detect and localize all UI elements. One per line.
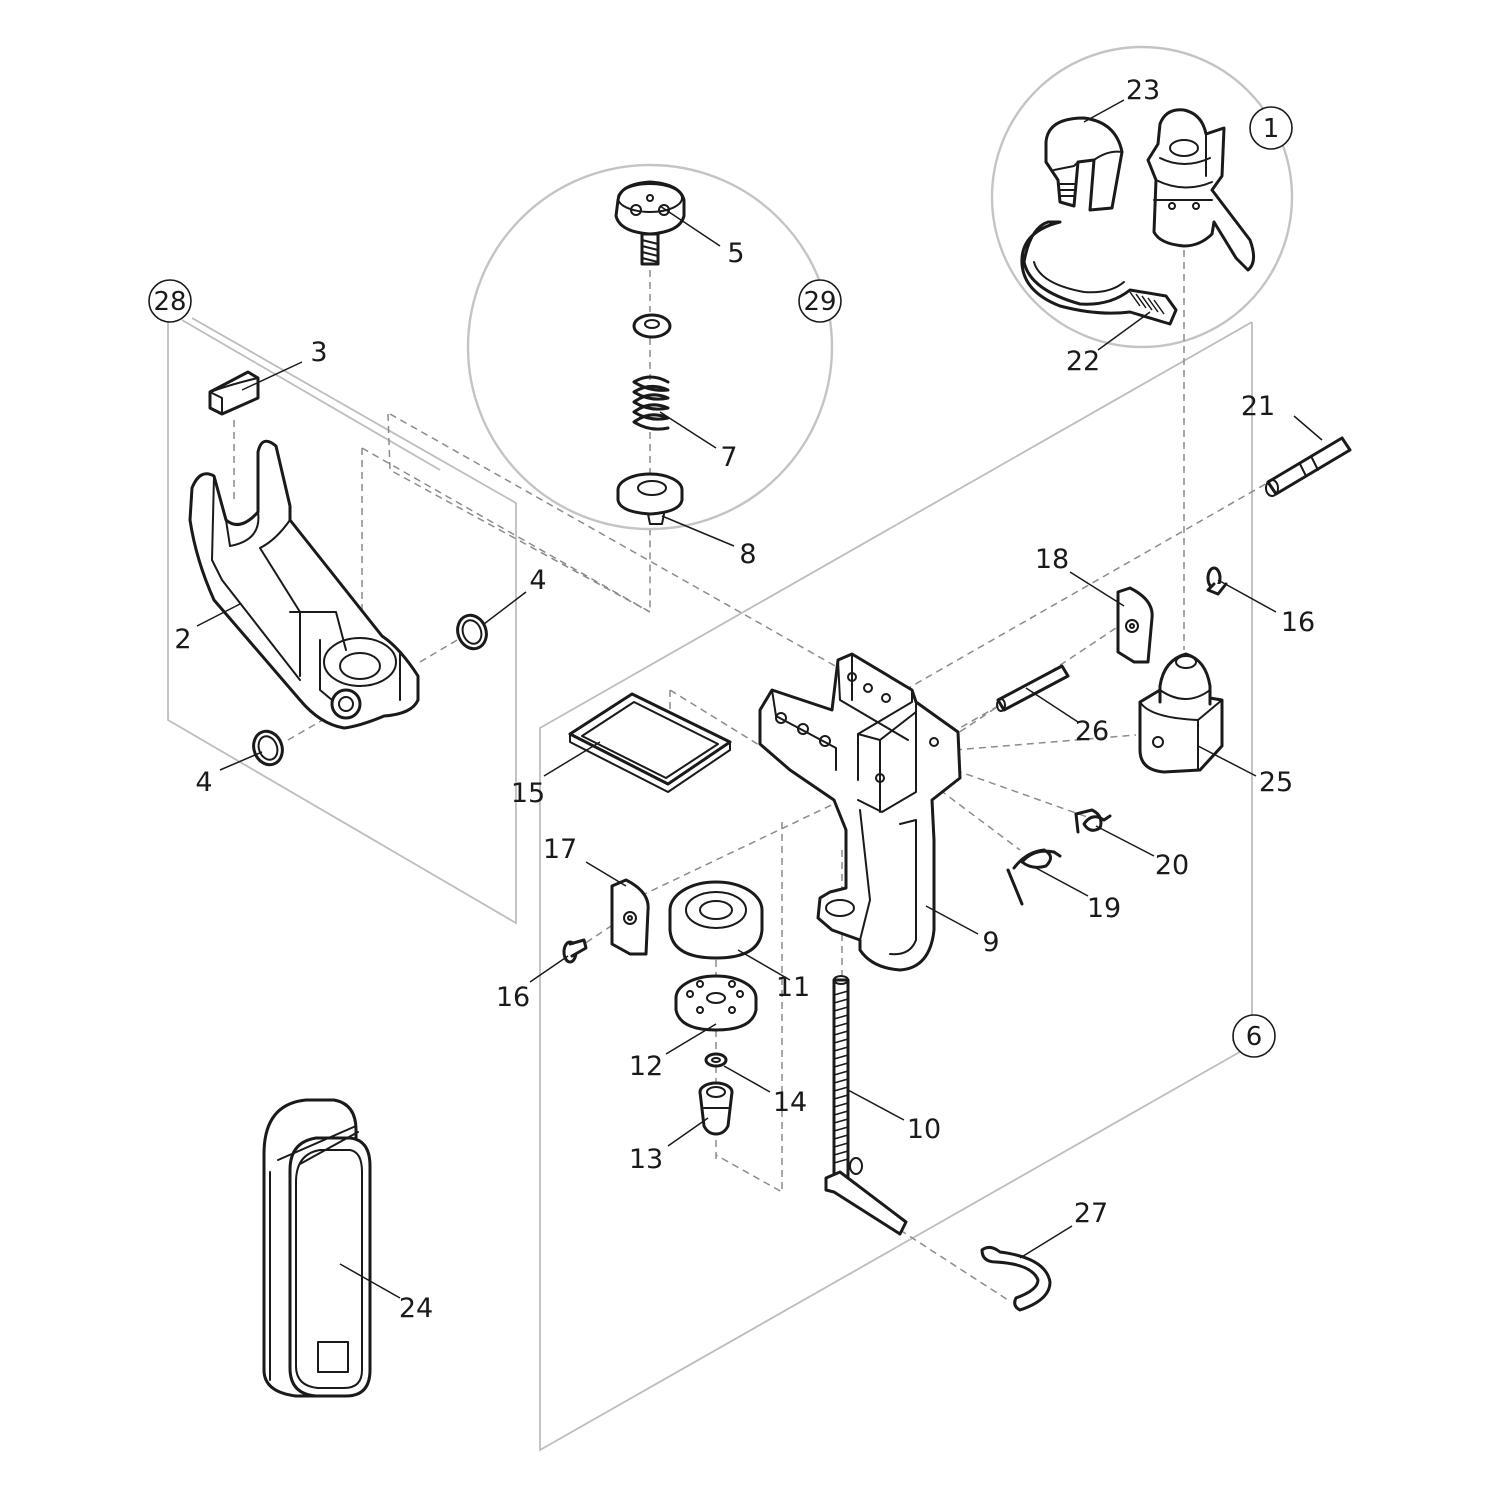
part-27-clip	[980, 1245, 1052, 1312]
detail-circle-29	[466, 163, 834, 531]
part-22-bracket	[1020, 220, 1178, 326]
callout-28-text: 28	[153, 287, 186, 317]
part-11-roller	[668, 880, 764, 960]
part-7-spring	[632, 375, 670, 431]
label-part-13: 13	[629, 1144, 663, 1175]
label-part-19: 19	[1087, 893, 1121, 924]
part-12-disc	[674, 974, 758, 1032]
label-part-11: 11	[776, 972, 810, 1003]
label-part-9: 9	[982, 927, 999, 958]
callout-6: 6	[1232, 1014, 1276, 1058]
label-part-24: 24	[399, 1293, 433, 1324]
frame-28	[167, 317, 517, 925]
label-part-10: 10	[907, 1114, 941, 1145]
label-part-16-right: 16	[1281, 607, 1315, 638]
part-18-plate	[1116, 586, 1154, 664]
label-part-26: 26	[1075, 716, 1109, 747]
label-part-3: 3	[310, 337, 327, 368]
callout-1: 1	[1249, 106, 1293, 150]
leader-lines	[196, 99, 1323, 1299]
label-part-18: 18	[1035, 544, 1069, 575]
part-2-bracket	[188, 439, 420, 730]
label-part-5: 5	[727, 238, 744, 269]
part-19-spring	[1006, 848, 1062, 906]
label-part-17: 17	[543, 834, 577, 865]
label-part-27: 27	[1074, 1198, 1108, 1229]
part-29-washer	[632, 313, 672, 339]
part-23-cover	[1044, 116, 1124, 212]
part-5-knob	[614, 180, 686, 266]
label-part-2: 2	[174, 624, 191, 655]
part-21-pin	[1265, 436, 1352, 497]
part-4-oring-left	[252, 729, 284, 767]
label-part-7: 7	[720, 442, 737, 473]
frame-6	[539, 321, 1253, 1452]
detail-circle-1	[990, 45, 1294, 349]
callout-1-text: 1	[1263, 114, 1280, 144]
callout-6-text: 6	[1246, 1022, 1263, 1052]
label-part-20: 20	[1155, 850, 1189, 881]
part-16-rivet-left	[562, 938, 588, 964]
part-8-cap	[616, 472, 684, 525]
label-part-16-left: 16	[496, 982, 530, 1013]
label-part-12: 12	[629, 1051, 663, 1082]
callout-29-text: 29	[803, 287, 836, 317]
part-13-bushing	[698, 1081, 734, 1136]
label-part-21: 21	[1241, 391, 1275, 422]
label-part-14: 14	[773, 1087, 807, 1118]
part-4-oring-right	[456, 613, 488, 651]
label-part-23: 23	[1126, 75, 1160, 106]
part-1-valve	[1146, 108, 1255, 272]
part-14-washer	[704, 1052, 728, 1068]
assembly-lines	[233, 250, 1277, 1301]
label-part-25: 25	[1259, 767, 1293, 798]
part-labels: 3 2 4 4 5 7 8 9 10 11 12 13 14 15 16 16 …	[174, 75, 1315, 1324]
part-20-spring	[1074, 808, 1112, 834]
label-part-22: 22	[1066, 346, 1100, 377]
part-10-threaded-rod	[824, 975, 908, 1236]
label-part-8: 8	[739, 539, 756, 570]
label-part-4-left: 4	[195, 767, 212, 798]
part-16-rivet-right	[1206, 566, 1228, 596]
callout-28: 28	[148, 279, 192, 323]
label-part-4-right: 4	[529, 565, 546, 596]
part-3-pad	[208, 370, 260, 416]
label-part-15: 15	[511, 778, 545, 809]
callout-29: 29	[798, 279, 842, 323]
part-17-plate	[610, 878, 650, 956]
part-24-case	[262, 1098, 372, 1398]
assembly-frames	[167, 317, 1253, 1452]
part-26-pin	[996, 664, 1070, 712]
part-25-block	[1138, 652, 1224, 774]
part-9-body	[758, 652, 962, 972]
part-15-plate	[568, 692, 732, 793]
